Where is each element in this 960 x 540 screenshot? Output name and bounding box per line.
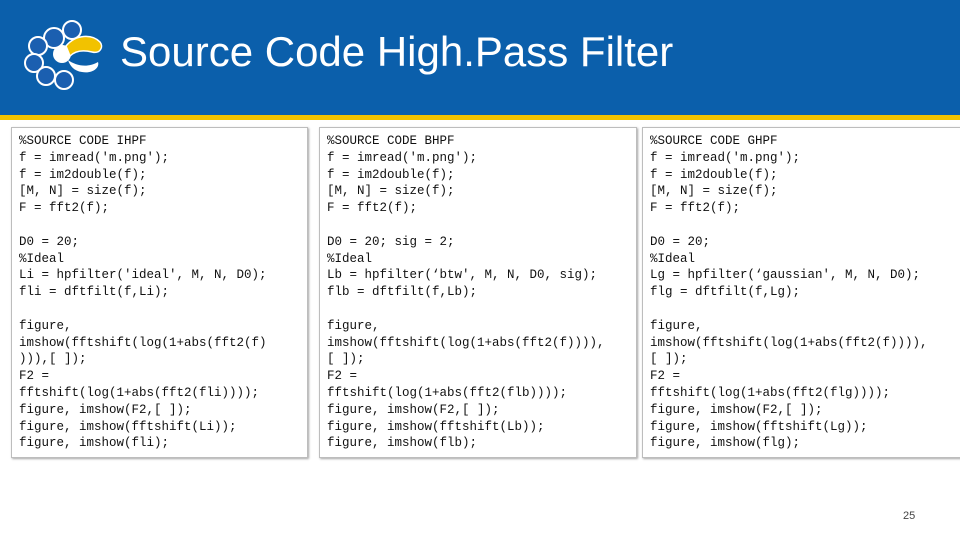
code-panel-bhpf: %SOURCE CODE BHPF f = imread('m.png'); f… [319, 127, 637, 458]
code-panel-ihpf: %SOURCE CODE IHPF f = imread('m.png'); f… [11, 127, 308, 458]
slide-header: Source Code High.Pass Filter [0, 0, 960, 115]
slide-title: Source Code High.Pass Filter [120, 28, 674, 75]
code-block-display: figure, imshow(fftshift(log(1+abs(fft2(f… [650, 318, 928, 451]
code-panel-ghpf: %SOURCE CODE GHPF f = imread('m.png'); f… [642, 127, 960, 458]
code-block-display: figure, imshow(fftshift(log(1+abs(fft2(f… [19, 318, 267, 451]
code-block-filter: D0 = 20; %Ideal Lg = hpfilter(‘gaussian'… [650, 234, 921, 300]
code-block-display: figure, imshow(fftshift(log(1+abs(fft2(f… [327, 318, 605, 451]
code-block-setup: %SOURCE CODE GHPF f = imread('m.png'); f… [650, 134, 801, 216]
code-block-filter: D0 = 20; %Ideal Li = hpfilter('ideal', M… [19, 234, 267, 300]
header-accent-band [0, 115, 960, 120]
code-block-filter: D0 = 20; sig = 2; %Ideal Lb = hpfilter(‘… [327, 234, 598, 300]
university-logo-icon [24, 20, 103, 90]
page-number: 25 [903, 510, 916, 522]
code-block-setup: %SOURCE CODE BHPF f = imread('m.png'); f… [327, 134, 478, 216]
code-block-setup: %SOURCE CODE IHPF f = imread('m.png'); f… [19, 134, 170, 216]
